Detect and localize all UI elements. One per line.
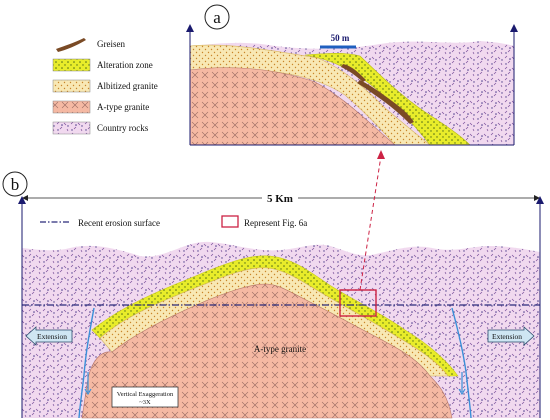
panel-b: b 5 Km Recent erosion surface Represent …: [2, 171, 544, 419]
legend: Greisen Alteration zone Albitized granit…: [52, 38, 158, 135]
panel-b-atype-granite-body: [81, 283, 453, 419]
legend-atype-swatch: [52, 100, 91, 114]
legend-greisen-label: Greisen: [97, 39, 125, 49]
represent-legend-label: Represent Fig. 6a: [244, 218, 307, 228]
extension-left-arrow-icon: [25, 326, 73, 346]
panel-a-letter: a: [213, 8, 221, 27]
legend-greisen-swatch: [56, 38, 86, 52]
panel-b-badge: [2, 171, 28, 197]
legend-alteration-swatch: [52, 58, 91, 72]
legend-albitized-swatch: [52, 79, 91, 93]
legend-albitized-label: Albitized granite: [97, 81, 158, 91]
right-fault-arrow-icon: [458, 372, 466, 396]
legend-alteration-label: Alteration zone: [97, 60, 153, 70]
panel-a-scale-label: 50 m: [331, 33, 350, 43]
connector-dashed-line: [359, 155, 382, 291]
vertical-exaggeration-line2: ~3X: [139, 399, 151, 406]
vertical-exaggeration-line1: Vertical Exaggeration: [117, 391, 174, 398]
panel-a-badge: [204, 4, 230, 30]
panel-b-granite-label: A-type granite: [254, 344, 306, 354]
connector-arrowhead-icon: [377, 150, 385, 159]
panel-a-greisen-vein-1: [341, 64, 366, 82]
panel-a: 50 m a: [186, 4, 518, 146]
represent-legend-swatch: [221, 215, 239, 228]
panel-a-greisen-vein-2: [357, 80, 414, 124]
panel-b-scale-label: 5 Km: [267, 193, 293, 205]
vertical-exaggeration-box: [111, 386, 179, 408]
legend-atype-label: A-type granite: [97, 102, 149, 112]
left-fault-arrow-icon: [84, 372, 92, 396]
extension-right-label: Extension: [492, 332, 522, 341]
right-fault-line: [451, 307, 472, 419]
panel-a-atype-granite: [189, 67, 396, 146]
extension-right-arrow-icon: [487, 326, 535, 346]
panel-a-alteration-zone: [304, 52, 471, 146]
erosion-legend-label: Recent erosion surface: [78, 218, 160, 228]
panel-a-albitized-granite: [189, 44, 431, 146]
panel-b-letter: b: [11, 175, 20, 194]
left-fault-line: [78, 307, 95, 419]
legend-country-label: Country rocks: [97, 123, 149, 133]
extension-left-label: Extension: [37, 332, 67, 341]
legend-country-swatch: [52, 121, 91, 135]
represent-fig-highlight-box: [339, 289, 377, 317]
